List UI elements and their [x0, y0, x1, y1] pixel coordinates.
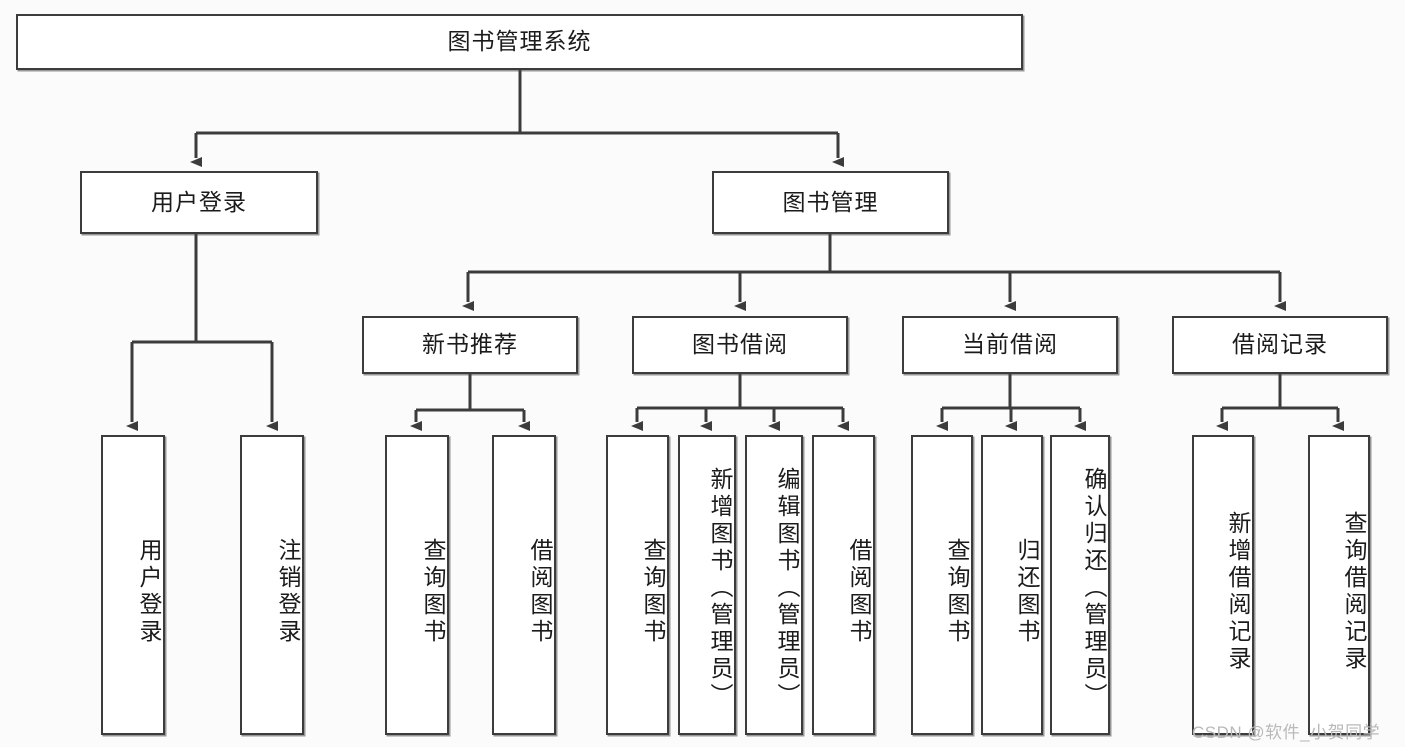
node-borrow-record-label: 借阅记录: [1232, 331, 1328, 358]
leaf-borrow-book-2[interactable]: 借阅图书: [812, 435, 875, 735]
leaf-query-record-label: 查询借阅记录: [1341, 511, 1367, 673]
leaf-return-book-label: 归还图书: [1014, 538, 1040, 646]
node-new-book-recommend[interactable]: 新书推荐: [362, 316, 578, 374]
leaf-add-book-label: 新增图书（管理员）: [707, 466, 733, 710]
node-book-management-label: 图书管理: [782, 188, 879, 215]
node-user-login[interactable]: 用户登录: [80, 171, 318, 234]
leaf-query-book-3-label: 查询图书: [944, 538, 970, 646]
leaf-query-book-2-label: 查询图书: [640, 538, 666, 646]
leaf-borrow-book-1-label: 借阅图书: [527, 538, 553, 646]
leaf-query-book-2[interactable]: 查询图书: [606, 435, 669, 735]
leaf-query-record[interactable]: 查询借阅记录: [1308, 435, 1370, 735]
leaf-add-record[interactable]: 新增借阅记录: [1192, 435, 1254, 735]
leaf-confirm-return-label: 确认归还（管理员）: [1081, 466, 1107, 710]
node-current-borrow-label: 当前借阅: [962, 331, 1058, 358]
leaf-user-login-label: 用户登录: [136, 538, 162, 646]
node-root-label: 图书管理系统: [447, 28, 592, 55]
node-book-borrow[interactable]: 图书借阅: [632, 316, 848, 374]
leaf-add-book[interactable]: 新增图书（管理员）: [678, 435, 736, 735]
node-book-management[interactable]: 图书管理: [712, 171, 949, 234]
leaf-borrow-book-2-label: 借阅图书: [846, 538, 872, 646]
node-current-borrow[interactable]: 当前借阅: [902, 316, 1118, 374]
node-root[interactable]: 图书管理系统: [16, 14, 1023, 70]
leaf-edit-book[interactable]: 编辑图书（管理员）: [745, 435, 803, 735]
node-borrow-record[interactable]: 借阅记录: [1172, 316, 1388, 374]
leaf-query-book-3[interactable]: 查询图书: [911, 435, 973, 735]
leaf-return-book[interactable]: 归还图书: [981, 435, 1043, 735]
leaf-add-record-label: 新增借阅记录: [1225, 511, 1251, 673]
csdn-watermark: CSDN @软件_小贺同学: [1192, 723, 1381, 742]
leaf-query-book-1-label: 查询图书: [420, 538, 446, 646]
leaf-logout-login[interactable]: 注销登录: [240, 435, 304, 735]
node-user-login-label: 用户登录: [151, 188, 247, 215]
leaf-logout-login-label: 注销登录: [275, 538, 301, 646]
node-new-book-recommend-label: 新书推荐: [422, 331, 518, 358]
leaf-query-book-1[interactable]: 查询图书: [385, 435, 449, 735]
leaf-edit-book-label: 编辑图书（管理员）: [774, 466, 800, 710]
leaf-user-login[interactable]: 用户登录: [101, 435, 165, 735]
leaf-confirm-return[interactable]: 确认归还（管理员）: [1050, 435, 1110, 735]
leaf-borrow-book-1[interactable]: 借阅图书: [492, 435, 556, 735]
node-book-borrow-label: 图书借阅: [692, 331, 788, 358]
